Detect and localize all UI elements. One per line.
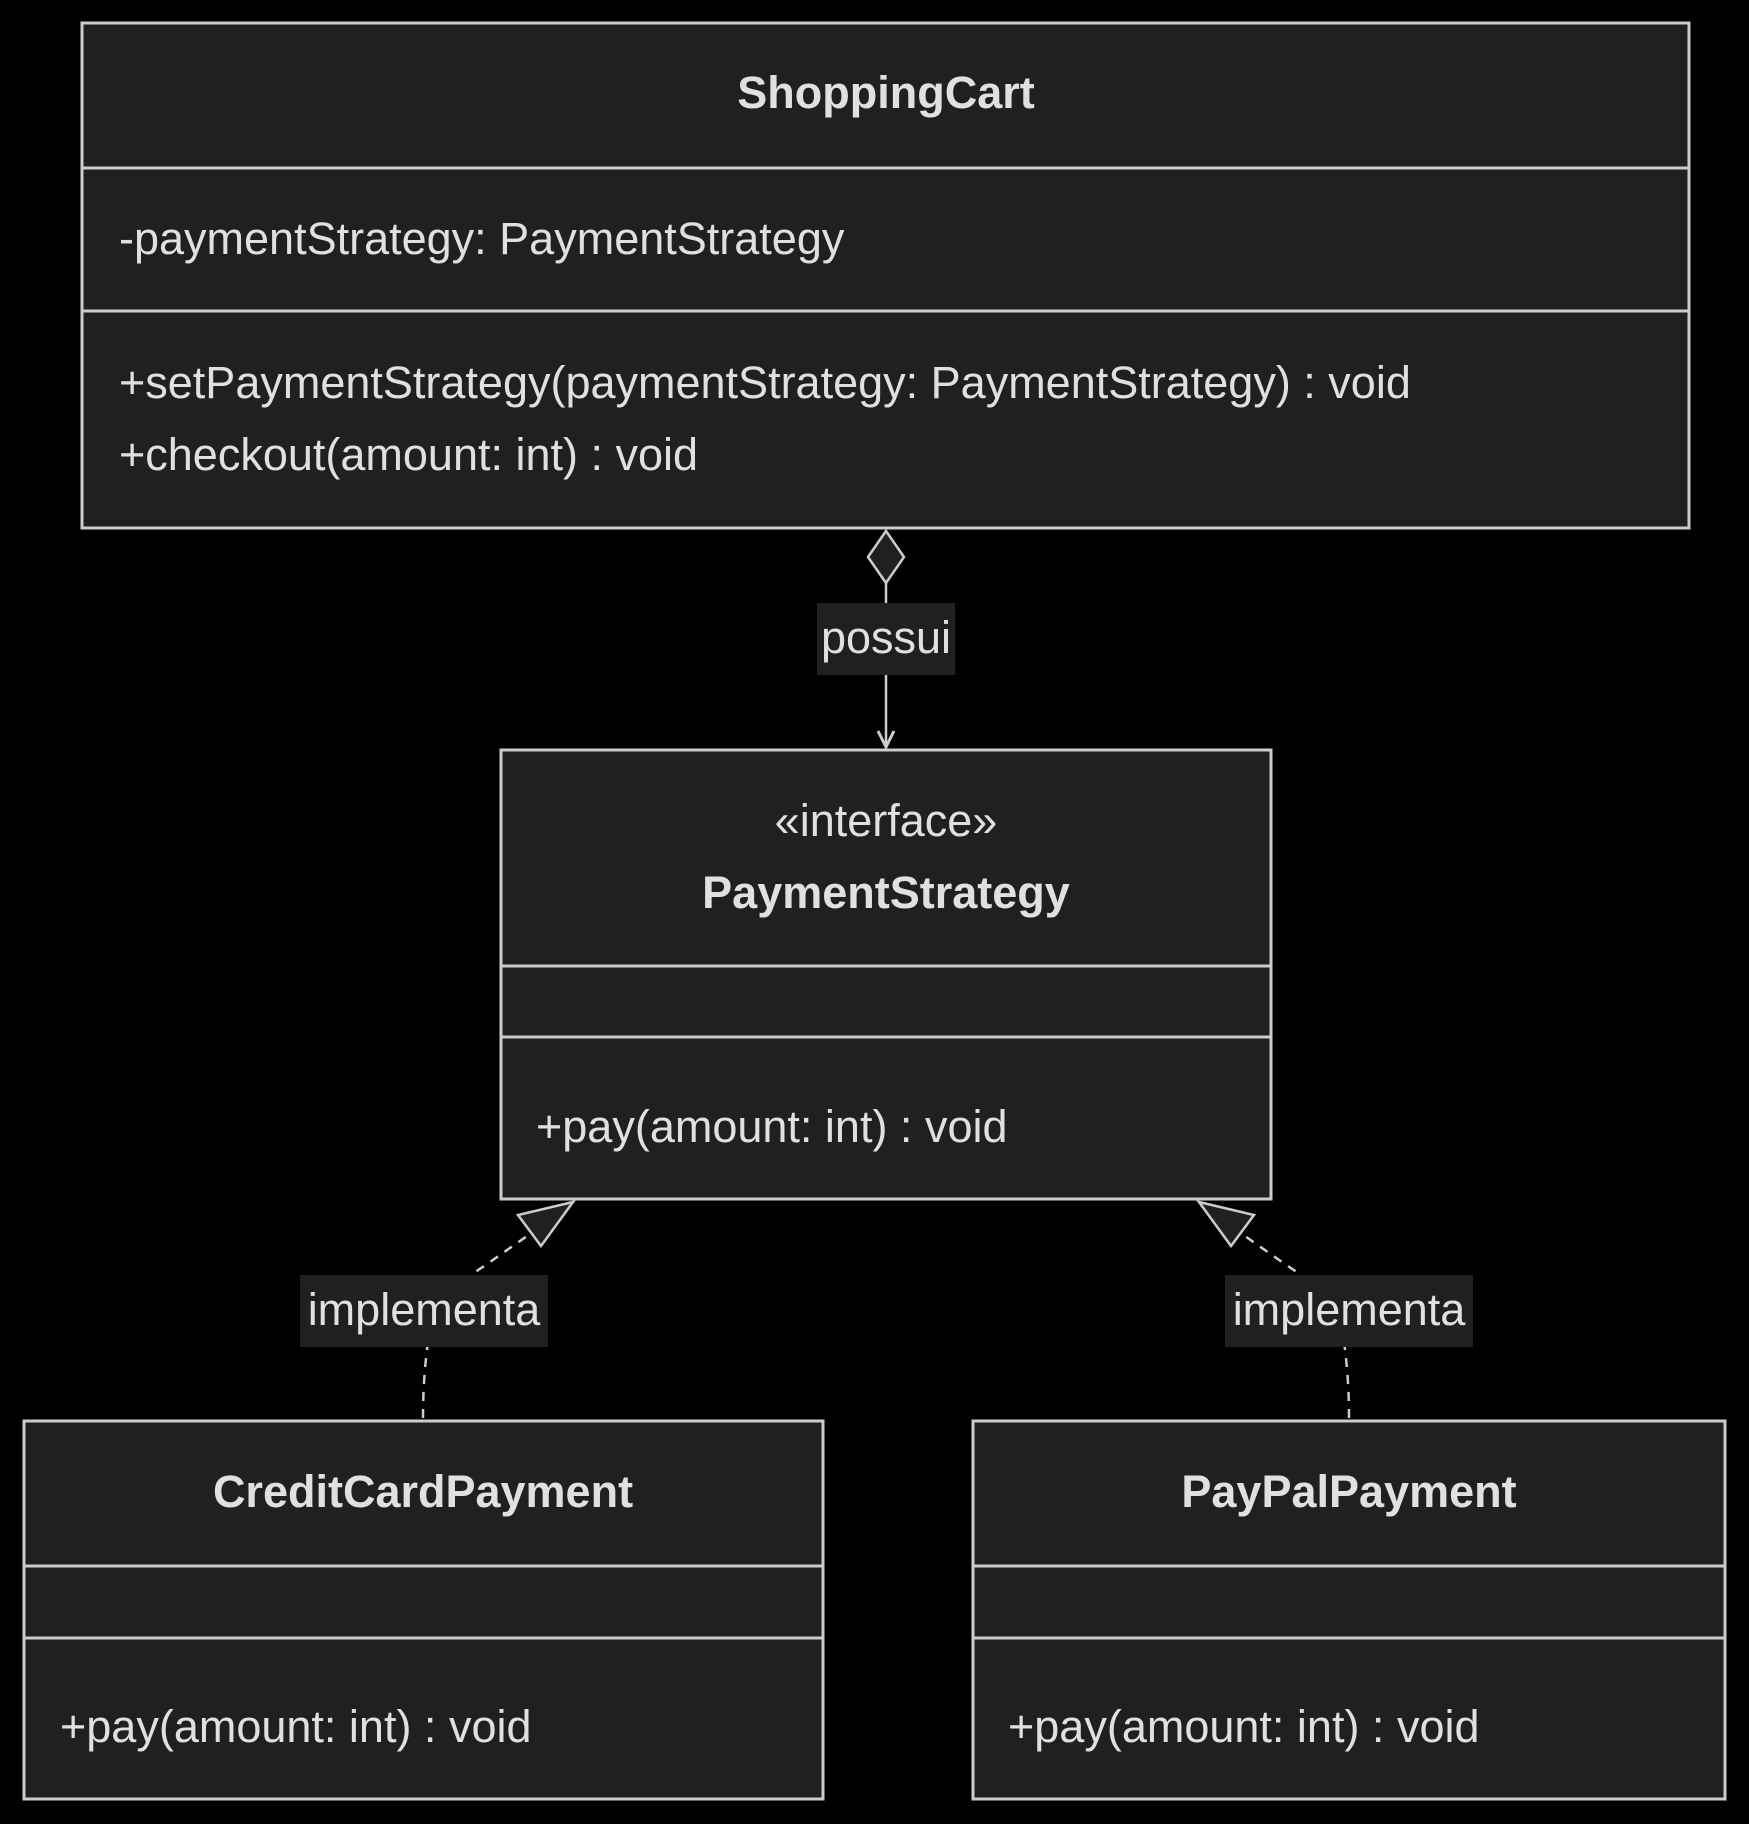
aggregation-diamond	[866, 528, 906, 586]
class-paypal-payment[interactable]: PayPalPayment +pay(amount: int) : void	[971, 1419, 1727, 1801]
edge-aggregation: possui	[817, 528, 955, 747]
edge-label: implementa	[1233, 1284, 1467, 1335]
realization-triangle	[515, 1200, 576, 1249]
class-name: ShoppingCart	[737, 67, 1034, 118]
class-shopping-cart[interactable]: ShoppingCart -paymentStrategy: PaymentSt…	[80, 21, 1691, 530]
class-name: PaymentStrategy	[702, 867, 1070, 918]
class-method: +pay(amount: int) : void	[1008, 1701, 1480, 1752]
edge-realization-credit-card: implementa	[300, 1200, 576, 1419]
edge-label: implementa	[308, 1284, 542, 1335]
edge-label: possui	[821, 612, 951, 663]
realization-triangle	[1196, 1200, 1257, 1249]
class-name: PayPalPayment	[1181, 1466, 1516, 1517]
edge-realization-paypal: implementa	[1196, 1200, 1473, 1419]
class-method: +checkout(amount: int) : void	[119, 429, 698, 480]
class-payment-strategy[interactable]: «interface» PaymentStrategy +pay(amount:…	[499, 748, 1273, 1201]
class-method: +pay(amount: int) : void	[536, 1101, 1008, 1152]
class-credit-card-payment[interactable]: CreditCardPayment +pay(amount: int) : vo…	[22, 1419, 825, 1801]
class-attribute: -paymentStrategy: PaymentStrategy	[119, 213, 845, 264]
class-method: +setPaymentStrategy(paymentStrategy: Pay…	[119, 357, 1411, 408]
stereotype: «interface»	[775, 795, 998, 846]
class-name: CreditCardPayment	[213, 1466, 633, 1517]
class-method: +pay(amount: int) : void	[60, 1701, 532, 1752]
